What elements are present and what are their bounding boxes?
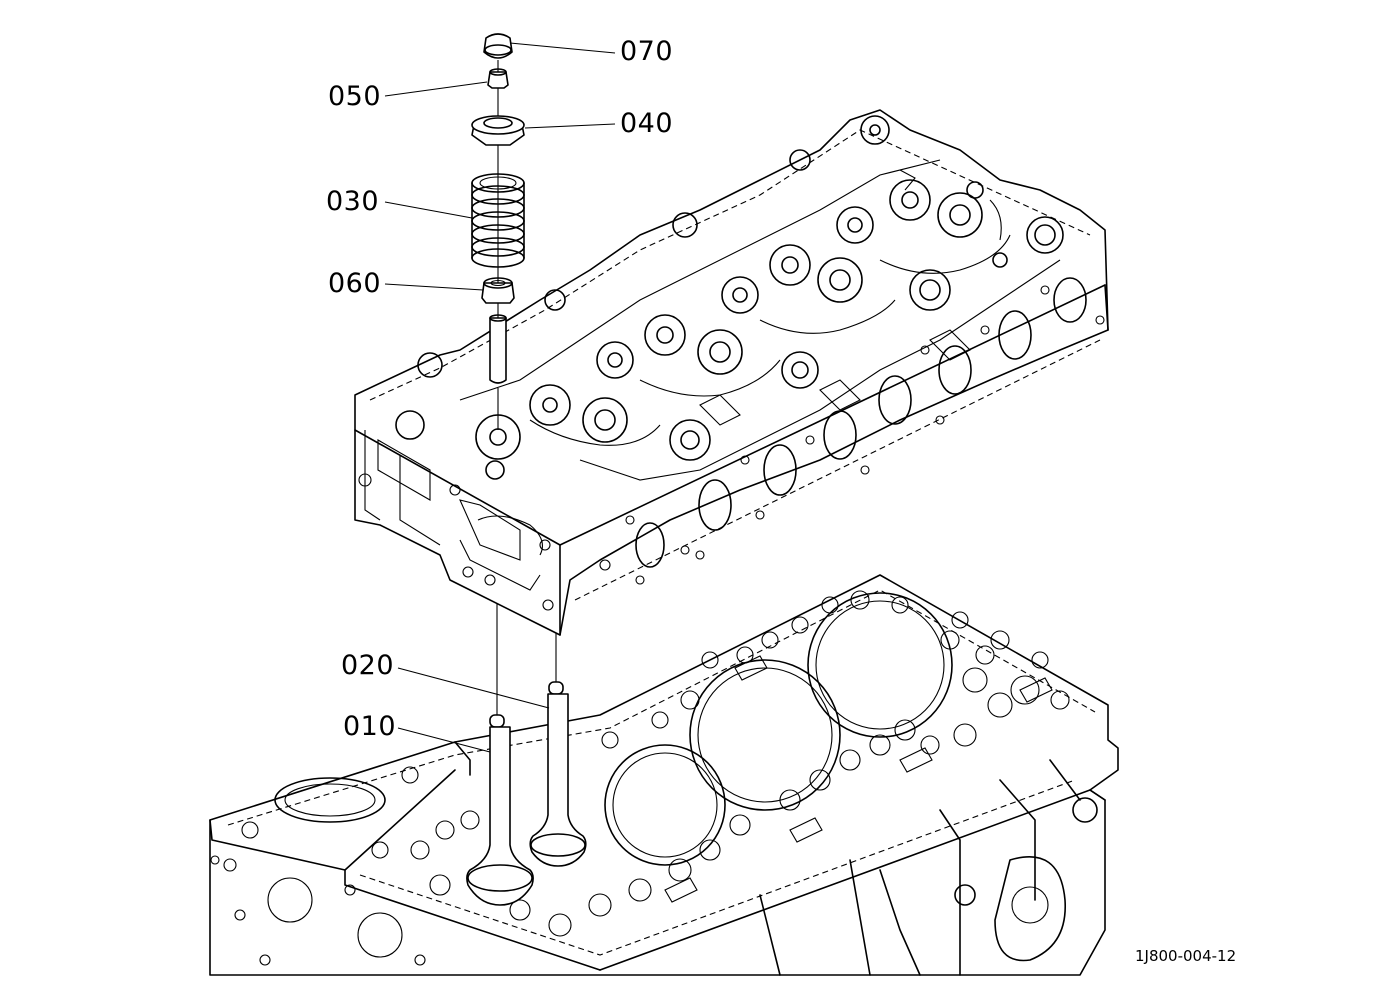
valve-collet-050 [487, 68, 509, 89]
leader-050 [384, 81, 488, 97]
valve-010-drawing [466, 600, 534, 906]
spring-retainer-040 [471, 115, 525, 146]
cylinder-block [209, 574, 1119, 976]
callout-030: 030 [326, 186, 380, 217]
leader-040 [524, 123, 616, 129]
callout-040: 040 [620, 108, 674, 139]
callout-020: 020 [341, 650, 395, 681]
callout-060: 060 [328, 268, 382, 299]
leader-070 [509, 42, 616, 54]
valve-cap-070 [483, 33, 513, 59]
valve-stem-seal-060 [481, 277, 515, 304]
leader-lines [384, 42, 616, 753]
leader-030 [384, 201, 473, 219]
valve-guide [489, 314, 507, 430]
valve-spring-030 [471, 173, 525, 268]
callout-070: 070 [620, 36, 674, 67]
leader-060 [384, 283, 484, 291]
drawing-number: 1J800-004-12 [1135, 947, 1237, 965]
callout-050: 050 [328, 81, 382, 112]
leader-020 [397, 667, 550, 709]
callout-010: 010 [343, 711, 397, 742]
leader-010 [397, 727, 491, 753]
cylinder-head [354, 109, 1109, 636]
